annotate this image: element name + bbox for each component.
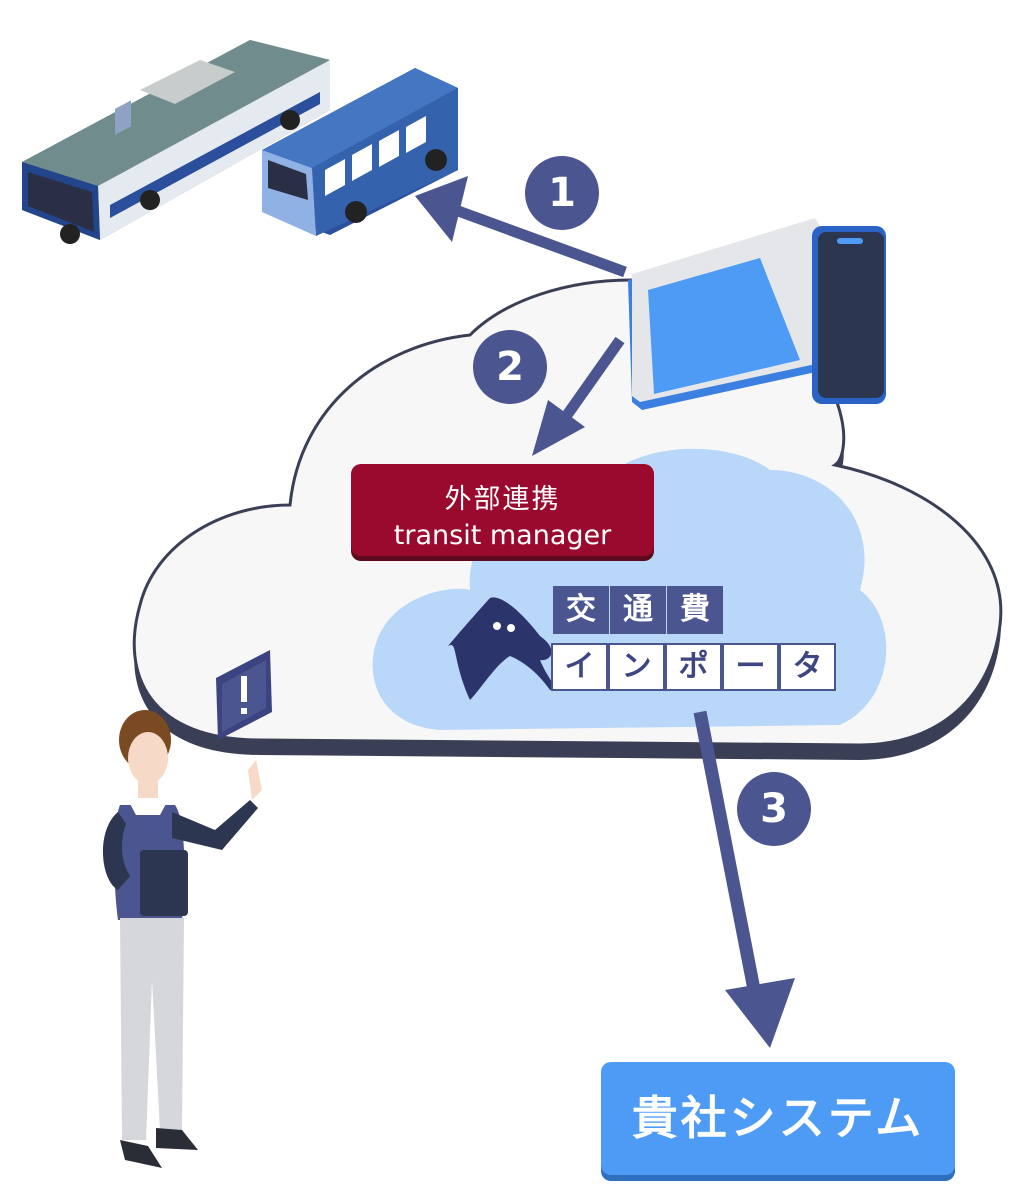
- your-system-box: 貴社システム: [601, 1062, 955, 1175]
- integration-subtitle: transit manager: [393, 520, 612, 551]
- tablet-icon: [628, 218, 825, 410]
- product-subtitle-tile: ン: [608, 643, 665, 691]
- step-badge-2: 2: [473, 330, 547, 404]
- product-title-tile: 通: [610, 586, 666, 634]
- alert-icon: [216, 650, 272, 740]
- train-icon: [22, 40, 330, 244]
- smartphone-icon: [812, 226, 886, 404]
- product-title-tile: 費: [667, 586, 723, 634]
- product-subtitle-tile: ポ: [665, 643, 722, 691]
- product-subtitle-tile: イ: [551, 643, 608, 691]
- arrows: [415, 176, 795, 1048]
- person-icon: [102, 710, 262, 1168]
- step-badge-3: 3: [737, 772, 811, 846]
- integration-title: 外部連携: [444, 484, 561, 515]
- product-title-tile: 交: [553, 586, 609, 634]
- step-badge-1: 1: [525, 156, 599, 230]
- product-subtitle-tile: タ: [779, 643, 836, 691]
- transit-manager-box: 外部連携 transit manager: [351, 464, 654, 556]
- product-subtitle-tile: ー: [722, 643, 779, 691]
- mascot-icon: [448, 597, 554, 700]
- bus-icon: [262, 68, 458, 236]
